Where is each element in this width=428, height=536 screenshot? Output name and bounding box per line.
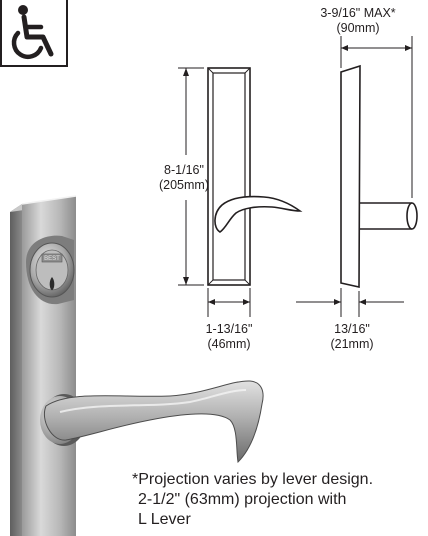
footnote-line-2: 2-1/2" (63mm) projection with (138, 491, 347, 508)
max-projection-imperial: 3-9/16" MAX* (320, 6, 396, 20)
cylinder-logo-text: BEST (44, 256, 60, 262)
footnote-line-1: *Projection varies by lever design. (132, 471, 374, 488)
max-projection-metric: (90mm) (336, 21, 380, 35)
projection-footnote: *Projection varies by lever design. 2-1/… (132, 470, 373, 530)
wheelchair-icon (0, 0, 68, 67)
depth-imperial: 13/16" (334, 322, 370, 336)
depth-metric: (21mm) (330, 337, 374, 351)
depth-label: 13/16" (21mm) (312, 322, 392, 352)
width-imperial: 1-13/16" (205, 322, 253, 336)
keyhole-icon (49, 277, 55, 290)
lock-photo: BEST (10, 195, 264, 536)
height-label: 8-1/16" (205mm) (134, 163, 234, 193)
height-metric: (205mm) (158, 178, 209, 192)
max-projection-label: 3-9/16" MAX* (90mm) (303, 6, 413, 36)
side-view-drawing (340, 64, 418, 288)
width-metric: (46mm) (207, 337, 251, 351)
front-view-drawing (207, 67, 303, 286)
dimension-lines (178, 36, 413, 317)
height-imperial: 8-1/16" (164, 163, 204, 177)
width-label: 1-13/16" (46mm) (189, 322, 269, 352)
footnote-line-3: L Lever (138, 511, 191, 528)
